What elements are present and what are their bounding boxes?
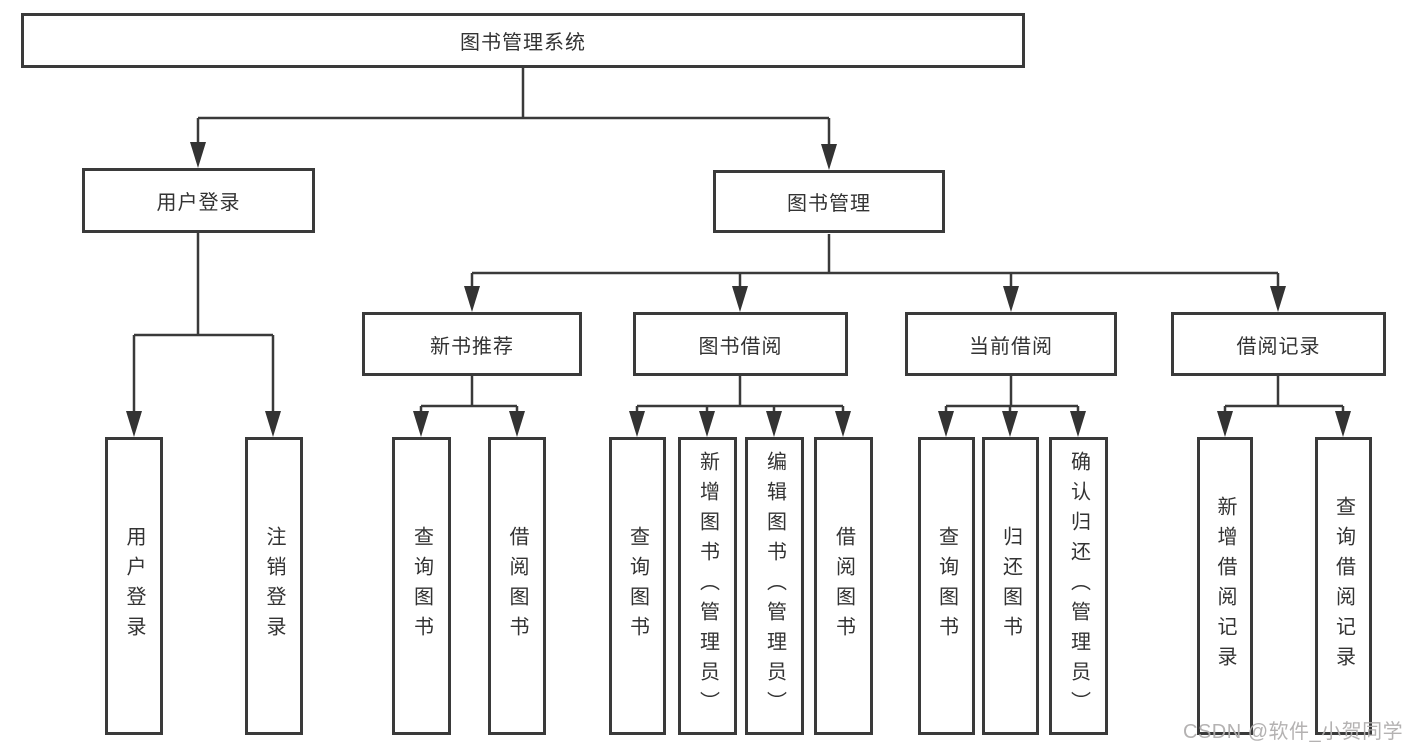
node-label: 用户登录 [123,526,145,646]
node-label: 借阅图书 [506,526,528,646]
node-user-login-leaf: 用户登录 [105,437,163,735]
node-query-books-current: 查询图书 [918,437,975,735]
node-label: 查询图书 [935,526,958,646]
node-label: 查询借阅记录 [1332,496,1355,676]
node-label: 图书借阅 [698,335,783,358]
node-label: 用户登录 [156,192,241,214]
node-return-books: 归还图书 [982,437,1039,735]
node-label: 新书推荐 [430,335,514,358]
arrowheads [126,118,1351,437]
node-book-management: 图书管理 [713,170,945,233]
node-add-books-admin: 新增图书（管理员） [678,437,737,735]
node-confirm-return-admin: 确认归还（管理员） [1049,437,1108,735]
node-borrowing-records: 借阅记录 [1171,312,1386,376]
node-label: 查询图书 [410,526,433,646]
node-library-management-system: 图书管理系统 [21,13,1025,68]
node-borrow-books: 借阅图书 [814,437,873,735]
node-label: 注销登录 [263,526,285,646]
node-current-borrowing: 当前借阅 [905,312,1117,376]
node-label: 确认归还（管理员） [1067,451,1090,721]
node-user-login: 用户登录 [82,168,315,233]
node-label: 借阅图书 [832,526,855,646]
watermark: CSDN @软件_小贺同学 [1183,721,1404,743]
node-book-borrowing: 图书借阅 [633,312,848,376]
node-add-borrow-record: 新增借阅记录 [1197,437,1253,735]
node-label: 当前借阅 [969,335,1053,358]
node-label: 归还图书 [999,526,1022,646]
node-label: 查询图书 [626,526,649,646]
node-label: 编辑图书（管理员） [763,451,786,721]
node-query-books-rec: 查询图书 [392,437,451,735]
node-query-books-borrow: 查询图书 [609,437,666,735]
node-label: 新增图书（管理员） [696,451,719,721]
node-label: 新增借阅记录 [1214,496,1236,676]
node-logout: 注销登录 [245,437,303,735]
node-label: 图书管理系统 [460,32,586,54]
node-borrow-books-rec: 借阅图书 [488,437,546,735]
node-query-borrow-record: 查询借阅记录 [1315,437,1372,735]
node-label: 借阅记录 [1236,335,1321,358]
node-edit-books-admin: 编辑图书（管理员） [745,437,804,735]
node-new-book-recommendation: 新书推荐 [362,312,582,376]
node-label: 图书管理 [787,193,871,215]
